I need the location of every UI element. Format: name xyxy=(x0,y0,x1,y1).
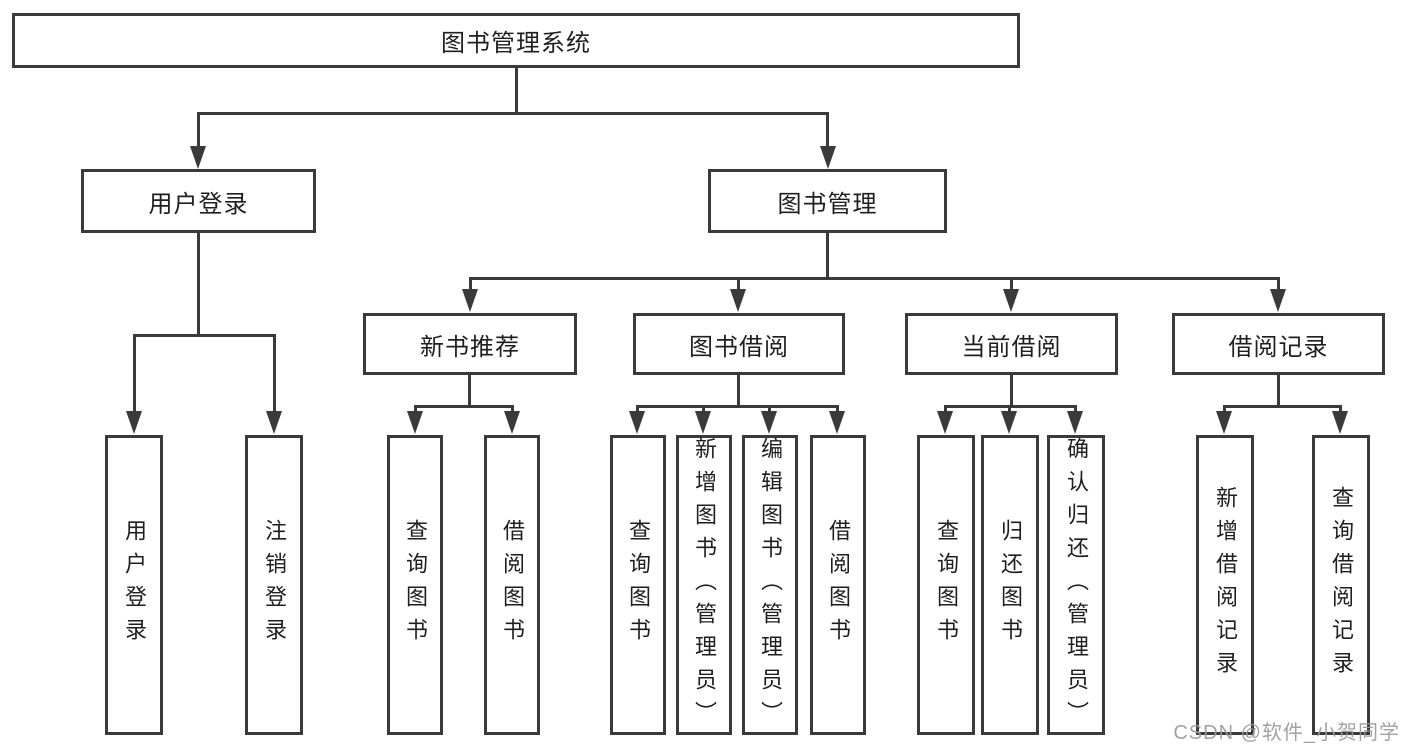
leaf-add-books-admin-label: 新增图书（管理员） xyxy=(692,436,717,734)
connector-line xyxy=(197,233,200,337)
leaf-borrow-books-2-label: 借阅图书 xyxy=(826,519,851,651)
leaf-edit-books-admin-label: 编辑图书（管理员） xyxy=(758,436,783,734)
connector-line xyxy=(468,375,471,408)
arrowhead-down-icon xyxy=(1067,411,1083,434)
leaf-user-login-label: 用户登录 xyxy=(122,519,147,651)
connector-line xyxy=(414,405,417,413)
connector-line xyxy=(515,67,518,115)
leaf-query-books-2-label: 查询图书 xyxy=(626,519,651,651)
arrowhead-down-icon xyxy=(407,411,423,434)
connector-line xyxy=(1277,375,1280,408)
connector-line xyxy=(636,405,639,413)
arrowhead-down-icon xyxy=(1003,289,1019,312)
arrowhead-down-icon xyxy=(1216,411,1232,434)
arrowhead-down-icon xyxy=(695,411,711,434)
connector-line xyxy=(469,277,1280,280)
connector-line xyxy=(1223,405,1342,408)
node-borrow-records: 借阅记录 xyxy=(1172,313,1385,375)
arrowhead-down-icon xyxy=(730,289,746,312)
node-user-login-label: 用户登录 xyxy=(148,190,249,218)
leaf-edit-books-admin: 编辑图书（管理员） xyxy=(742,435,798,735)
connector-line xyxy=(197,112,200,148)
arrowhead-down-icon xyxy=(1270,289,1286,312)
connector-line xyxy=(826,112,829,148)
node-book-borrow-label: 图书借阅 xyxy=(689,333,789,361)
leaf-logout-label: 注销登录 xyxy=(262,519,287,651)
connector-line xyxy=(737,277,740,291)
connector-line xyxy=(273,334,276,412)
leaf-confirm-return-admin-label: 确认归还（管理员） xyxy=(1064,436,1089,734)
node-new-book-recommend-label: 新书推荐 xyxy=(420,333,520,361)
connector-line xyxy=(197,112,829,115)
leaf-return-books: 归还图书 xyxy=(981,435,1039,735)
node-new-book-recommend: 新书推荐 xyxy=(363,313,577,375)
connector-line xyxy=(414,405,514,408)
leaf-query-borrow-record: 查询借阅记录 xyxy=(1312,435,1370,735)
node-book-management: 图书管理 xyxy=(708,169,947,233)
node-book-management-label: 图书管理 xyxy=(777,190,878,218)
leaf-user-login: 用户登录 xyxy=(105,435,163,735)
connector-line xyxy=(1339,405,1342,413)
arrowhead-down-icon xyxy=(266,411,282,434)
leaf-query-books-3: 查询图书 xyxy=(917,435,975,735)
leaf-return-books-label: 归还图书 xyxy=(998,519,1023,651)
arrowhead-down-icon xyxy=(937,411,953,434)
arrowhead-down-icon xyxy=(126,411,142,434)
node-root: 图书管理系统 xyxy=(12,13,1020,68)
node-user-login: 用户登录 xyxy=(81,169,316,233)
connector-line xyxy=(1008,405,1011,413)
leaf-query-books-1-label: 查询图书 xyxy=(403,519,428,651)
arrowhead-down-icon xyxy=(504,411,520,434)
connector-line xyxy=(1074,405,1077,413)
connector-line xyxy=(702,405,705,413)
watermark: CSDN @软件_小贺同学 xyxy=(1173,722,1400,744)
node-current-borrow-label: 当前借阅 xyxy=(961,333,1062,361)
leaf-logout: 注销登录 xyxy=(245,435,303,735)
arrowhead-down-icon xyxy=(1332,411,1348,434)
arrowhead-down-icon xyxy=(190,146,206,169)
leaf-borrow-books-1-label: 借阅图书 xyxy=(500,519,525,651)
arrowhead-down-icon xyxy=(462,289,478,312)
connector-line xyxy=(469,277,472,291)
connector-line xyxy=(944,405,947,413)
connector-line xyxy=(636,405,839,408)
leaf-query-books-3-label: 查询图书 xyxy=(934,519,959,651)
leaf-confirm-return-admin: 确认归还（管理员） xyxy=(1047,435,1105,735)
connector-line xyxy=(737,375,740,408)
leaf-query-borrow-record-label: 查询借阅记录 xyxy=(1329,486,1354,684)
arrowhead-down-icon xyxy=(829,411,845,434)
leaf-add-borrow-record: 新增借阅记录 xyxy=(1196,435,1254,735)
connector-line xyxy=(133,334,276,337)
connector-line xyxy=(1277,277,1280,291)
leaf-add-books-admin: 新增图书（管理员） xyxy=(676,435,732,735)
leaf-borrow-books-1: 借阅图书 xyxy=(484,435,540,735)
arrowhead-down-icon xyxy=(629,411,645,434)
arrowhead-down-icon xyxy=(761,411,777,434)
arrowhead-down-icon xyxy=(820,146,836,169)
connector-line xyxy=(826,233,829,280)
connector-line xyxy=(768,405,771,413)
connector-line xyxy=(511,405,514,413)
connector-line xyxy=(133,334,136,412)
leaf-query-books-2: 查询图书 xyxy=(610,435,666,735)
leaf-borrow-books-2: 借阅图书 xyxy=(810,435,866,735)
leaf-add-borrow-record-label: 新增借阅记录 xyxy=(1213,486,1238,684)
connector-line xyxy=(1010,375,1013,408)
node-root-label: 图书管理系统 xyxy=(441,30,591,57)
arrowhead-down-icon xyxy=(1001,411,1017,434)
node-book-borrow: 图书借阅 xyxy=(633,313,845,375)
leaf-query-books-1: 查询图书 xyxy=(387,435,443,735)
connector-line xyxy=(1010,277,1013,291)
connector-line xyxy=(836,405,839,413)
connector-line xyxy=(1223,405,1226,413)
node-borrow-records-label: 借阅记录 xyxy=(1228,333,1329,361)
node-current-borrow: 当前借阅 xyxy=(905,313,1118,375)
